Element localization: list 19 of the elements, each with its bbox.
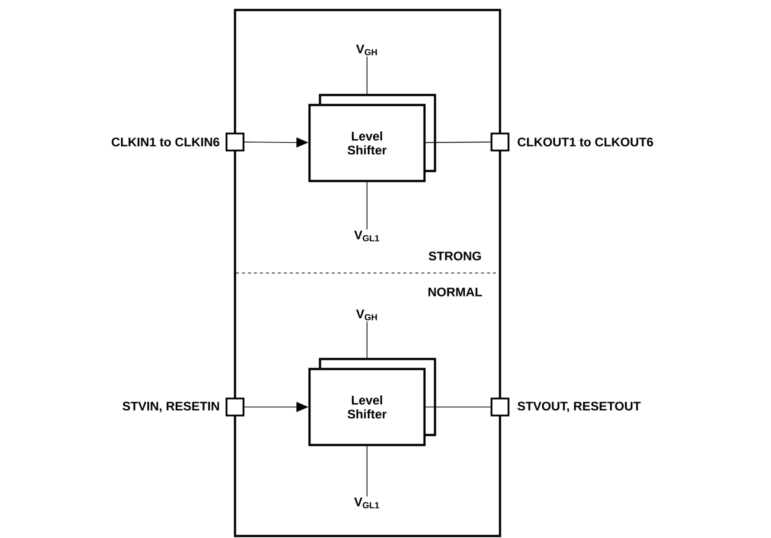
chip-outline	[234, 8, 502, 538]
connector	[366, 446, 368, 497]
pin-label: CLKIN1 to CLKIN6	[112, 138, 220, 146]
connector	[366, 182, 368, 230]
supply-label: V$_{GL1}$	[354, 498, 380, 508]
connector	[366, 321, 368, 358]
connector	[425, 142, 491, 143]
pin-label: STVOUT, RESETOUT	[518, 402, 641, 412]
pin-label: STVIN, RESETIN	[122, 402, 219, 412]
level-shifter-box: Level Shifter	[308, 358, 436, 446]
connector	[425, 406, 491, 408]
supply-label: V$_{GH}$	[356, 44, 377, 56]
supply-label: V$_{GL1}$	[354, 230, 380, 242]
pin-label: CLKOUT1 to CLKOUT6	[518, 138, 654, 146]
region-label: NORMAL	[428, 288, 482, 296]
level-shifter-box: Level Shifter	[308, 94, 436, 182]
region-label: STRONG	[428, 252, 481, 260]
supply-label: V$_{GH}$	[356, 310, 377, 320]
connector	[366, 56, 368, 94]
